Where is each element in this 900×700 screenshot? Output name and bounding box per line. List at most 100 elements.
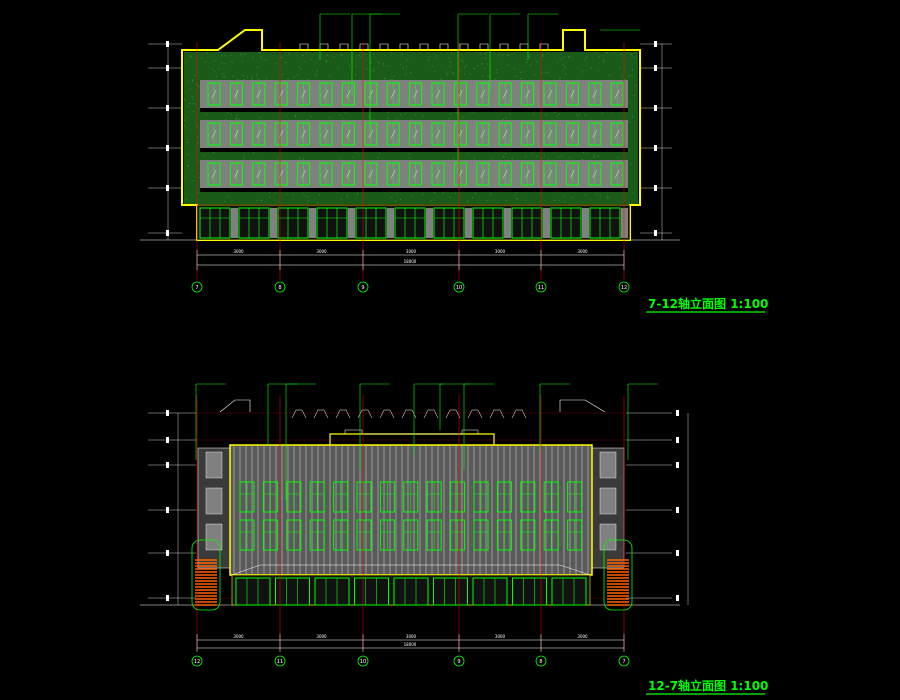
texture-dot <box>192 98 194 100</box>
texture-dot <box>186 138 188 140</box>
texture-dot <box>490 194 492 195</box>
texture-dot <box>221 55 222 57</box>
dimension-label: 3000 <box>316 249 327 254</box>
window-glaze <box>525 89 530 99</box>
window-glaze <box>368 89 373 99</box>
texture-dot <box>569 157 571 159</box>
texture-dot <box>257 66 259 68</box>
texture-dot <box>251 77 253 79</box>
level-marker <box>676 410 679 416</box>
window-glaze <box>234 129 239 139</box>
window-glaze <box>256 89 261 99</box>
texture-dot <box>613 52 615 54</box>
storefront-frame <box>196 204 631 241</box>
window-glaze <box>547 169 553 179</box>
texture-dot <box>489 66 491 68</box>
texture-dot <box>195 75 196 77</box>
texture-dot <box>496 69 498 71</box>
crenel <box>499 43 509 50</box>
storefront-bay <box>238 207 270 239</box>
texture-dot <box>333 56 335 58</box>
texture-dot <box>257 78 259 80</box>
axis-bubble <box>535 655 547 667</box>
texture-dot <box>546 113 548 115</box>
level-marker <box>166 507 169 513</box>
texture-dot <box>472 197 473 199</box>
window-band <box>200 120 628 148</box>
texture-dot <box>484 68 486 70</box>
texture-dot <box>400 114 402 116</box>
texture-dot <box>590 67 592 69</box>
texture-dot <box>258 52 260 54</box>
window-glaze <box>256 129 261 139</box>
storefront-bay <box>275 577 310 606</box>
texture-dot <box>293 76 295 78</box>
window-glaze <box>435 129 441 139</box>
texture-dot <box>184 125 186 127</box>
texture-dot <box>260 57 262 59</box>
texture-dot <box>379 152 381 154</box>
texture-dot <box>481 63 483 65</box>
texture-dot <box>474 192 476 194</box>
axis-lines <box>196 395 625 650</box>
storefront-pier <box>348 208 355 238</box>
texture-dot <box>302 54 304 56</box>
texture-dot <box>393 75 395 77</box>
texture-dot <box>434 55 436 57</box>
texture-dot <box>387 65 389 67</box>
texture-dot <box>316 70 318 72</box>
texture-dot <box>199 177 201 178</box>
texture-dot <box>373 53 375 55</box>
window-glaze <box>256 169 261 179</box>
texture-dot <box>428 59 430 61</box>
texture-dot <box>602 61 604 63</box>
texture-dot <box>192 79 194 81</box>
texture-dot <box>195 103 197 105</box>
texture-dot <box>227 196 229 198</box>
window-glaze <box>503 89 508 99</box>
texture-dot <box>568 56 570 58</box>
texture-dot <box>197 192 199 194</box>
window-glaze <box>323 89 329 99</box>
texture-dot <box>410 72 412 74</box>
texture-dot <box>434 70 436 72</box>
texture-dot <box>565 73 567 75</box>
window-bands <box>200 80 628 192</box>
texture-dot <box>486 63 488 65</box>
window-glaze <box>391 129 396 139</box>
texture-dot <box>593 157 595 159</box>
texture-dot <box>506 117 508 119</box>
axis-bubble <box>191 281 203 293</box>
texture-dot <box>492 158 494 160</box>
axis-bubble-label: 11 <box>538 285 544 291</box>
texture-dot <box>402 67 404 69</box>
floor-slab <box>200 108 628 112</box>
texture-dot <box>630 163 632 165</box>
level-marker <box>654 230 657 236</box>
texture-dot <box>485 57 487 59</box>
texture-dot <box>515 76 517 77</box>
texture-dot <box>370 62 372 64</box>
texture-dot <box>240 54 242 56</box>
texture-dot <box>303 60 305 62</box>
texture-dot <box>395 200 396 202</box>
texture-dot <box>187 106 189 107</box>
texture-dot <box>187 81 189 83</box>
roof-crenellations <box>291 409 527 419</box>
texture-dot <box>235 118 237 120</box>
texture-dot <box>449 196 451 198</box>
texture-dot <box>456 112 458 114</box>
texture-dot <box>355 65 357 67</box>
window-glaze <box>323 129 329 139</box>
texture-dot <box>205 113 207 115</box>
window-glaze <box>234 169 239 179</box>
texture-dot <box>451 52 453 54</box>
window-glaze <box>480 89 485 99</box>
window-glaze <box>301 89 306 99</box>
texture-dot <box>236 115 238 117</box>
texture-dot <box>286 115 288 117</box>
texture-dot <box>348 64 350 66</box>
texture-dot <box>302 192 304 194</box>
storefront-bay <box>199 207 231 239</box>
texture-dot <box>626 52 628 54</box>
